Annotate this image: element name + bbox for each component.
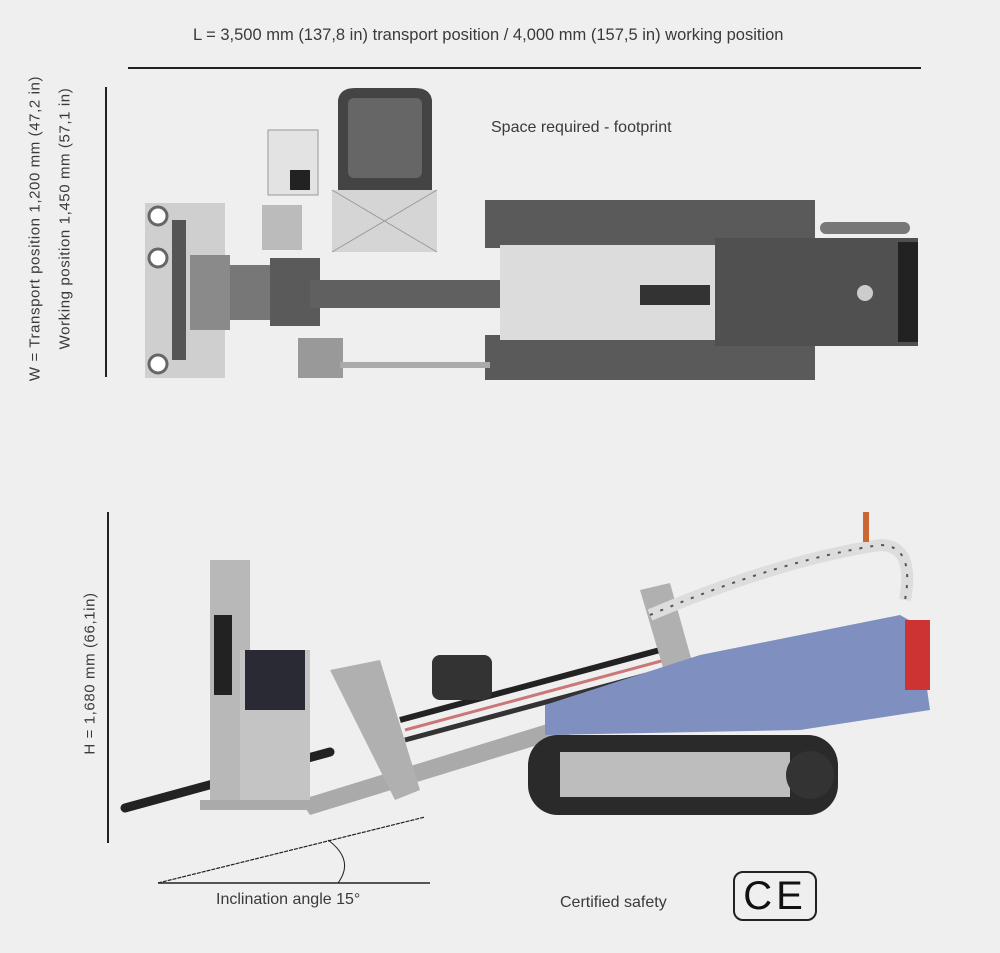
ce-mark-text: CE <box>743 874 807 918</box>
length-dimension-line <box>128 67 921 69</box>
inclination-label: Inclination angle 15° <box>216 891 361 908</box>
certified-safety-label: Certified safety <box>560 894 667 911</box>
inclination-angle-diagram <box>157 816 430 884</box>
height-dimension-line <box>107 512 109 843</box>
footprint-label: Space required - footprint <box>491 119 672 136</box>
ce-mark-icon: CE <box>733 871 817 921</box>
width-dimension-line <box>105 87 107 377</box>
length-dimension-label: L = 3,500 mm (137,8 in) transport positi… <box>193 26 784 44</box>
